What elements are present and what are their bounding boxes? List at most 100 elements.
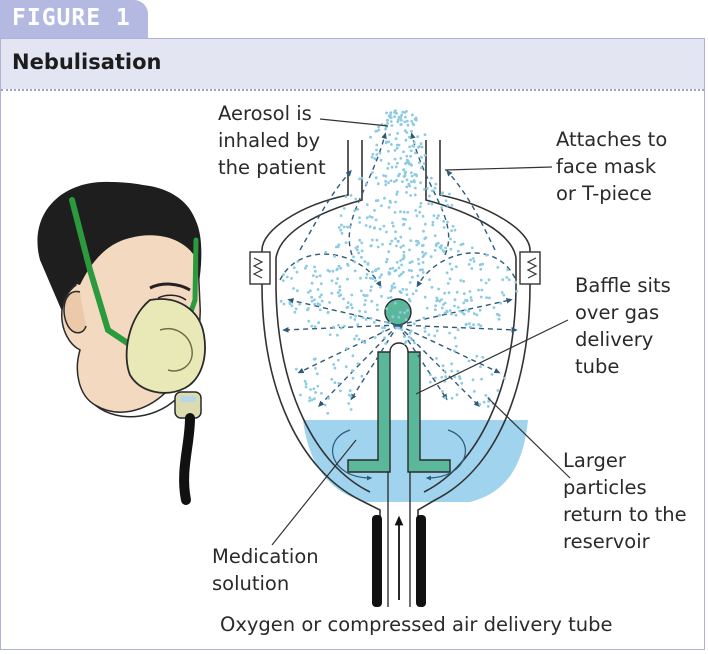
aerosol-droplet [412,179,416,182]
aerosol-droplet [433,308,437,311]
label-aerosol-inhaled: Aerosol is inhaled by the patient [218,102,326,179]
aerosol-droplet [346,262,349,266]
aerosol-droplet [379,285,382,289]
aerosol-droplet [482,400,486,404]
aerosol-droplet [455,393,459,397]
aerosol-droplet [304,382,308,386]
aerosol-droplet [339,214,343,218]
aerosol-droplet [339,228,343,232]
aerosol-droplet [449,237,452,241]
aerosol-droplet [350,306,354,310]
aerosol-droplet [401,270,405,274]
aerosol-droplet [369,316,373,320]
aerosol-droplet [403,342,407,345]
aerosol-droplet [363,294,367,298]
aerosol-droplet [412,322,416,326]
aerosol-droplet [385,111,388,115]
aerosol-droplet [306,291,310,294]
aerosol-droplet [480,288,484,292]
aerosol-droplet [479,267,483,271]
aerosol-droplet [385,320,388,324]
aerosol-droplet [413,193,417,197]
aerosol-droplet [387,272,391,276]
aerosol-droplet [346,301,350,304]
aerosol-droplet [390,143,393,146]
aerosol-droplet [290,277,293,280]
aerosol-droplet [389,296,393,299]
aerosol-droplet [292,266,296,269]
aerosol-droplet [347,402,351,405]
aerosol-droplet [395,260,399,264]
aerosol-droplet [410,129,413,133]
aerosol-droplet [374,268,378,272]
aerosol-droplet [472,390,476,393]
aerosol-droplet [339,266,343,270]
aerosol-droplet [468,322,471,326]
aerosol-droplet [396,120,400,124]
aerosol-droplet [385,307,389,310]
aerosol-droplet [360,289,363,293]
aerosol-droplet [358,177,361,181]
aerosol-droplet [422,253,426,257]
aerosol-droplet [487,400,490,403]
aerosol-droplet [422,316,426,320]
aerosol-droplet [374,129,378,133]
aerosol-droplet [391,224,395,228]
aerosol-droplet [348,389,352,392]
aerosol-droplet [404,218,407,221]
aerosol-droplet [450,229,453,233]
label-medication-solution: Medication solution [212,545,319,595]
aerosol-droplet [358,238,362,242]
aerosol-droplet [402,250,406,254]
aerosol-droplet [428,278,431,281]
aerosol-droplet [346,305,350,309]
aerosol-droplet [441,389,444,393]
aerosol-droplet [320,299,324,303]
aerosol-droplet [337,294,341,298]
aerosol-flow-arrows [279,132,518,408]
aerosol-droplet [389,201,392,204]
aerosol-droplet [342,225,346,229]
aerosol-droplet [414,151,417,155]
aerosol-droplet [472,312,476,316]
aerosol-droplet [373,157,377,161]
aerosol-droplet [353,318,357,321]
aerosol-droplet [502,293,506,297]
aerosol-droplet [376,245,380,249]
aerosol-droplet [333,366,337,370]
aerosol-droplet [492,306,496,309]
aerosol-droplet [486,405,490,408]
aerosol-droplet [395,143,399,147]
aerosol-droplet [485,253,488,257]
aerosol-droplet [456,249,460,253]
nebuliser-chamber [249,140,541,607]
aerosol-droplet [472,323,475,327]
aerosol-droplet [464,298,467,302]
aerosol-droplet [431,223,435,227]
label-attaches-to-mask: Attaches to face mask or T-piece [556,128,668,205]
aerosol-droplet [501,278,505,281]
aerosol-droplet [353,269,357,273]
aerosol-droplet [386,167,390,170]
aerosol-droplet [356,248,359,252]
aerosol-droplet [453,336,457,340]
aerosol-droplet [453,240,456,244]
aerosol-droplet [496,266,500,269]
aerosol-droplet [391,315,395,319]
aerosol-droplet [405,185,409,189]
aerosol-droplet [296,289,299,293]
aerosol-droplet [309,388,312,391]
aerosol-droplet [412,141,416,145]
aerosol-droplet [337,323,340,327]
aerosol-droplet [369,135,372,139]
aerosol-droplet [506,268,509,272]
aerosol-droplet [303,379,307,383]
aerosol-droplet [453,298,457,302]
aerosol-droplet [452,349,456,353]
aerosol-droplet [409,194,412,197]
aerosol-droplet [445,271,449,275]
aerosol-droplet [324,251,328,254]
aerosol-droplet [475,313,479,317]
aerosol-droplet [387,206,391,209]
aerosol-droplet [462,292,466,296]
